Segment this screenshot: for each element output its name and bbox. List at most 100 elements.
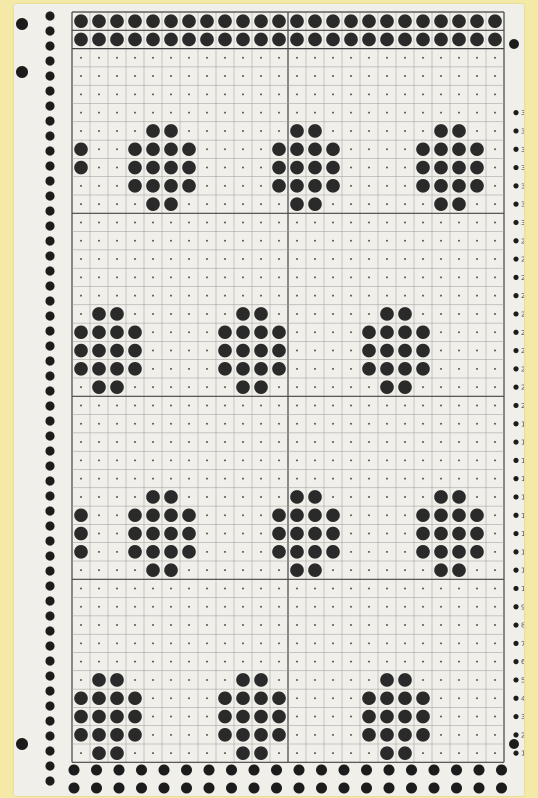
sprocket-hole — [45, 431, 54, 440]
sprocket-hole — [45, 746, 54, 755]
empty-cell-dot — [206, 404, 208, 406]
empty-cell-dot — [278, 57, 280, 59]
empty-cell-dot — [350, 661, 352, 663]
empty-cell-dot — [458, 679, 460, 681]
empty-cell-dot — [386, 587, 388, 589]
punch-hole — [470, 142, 484, 156]
empty-cell-dot — [422, 752, 424, 754]
empty-cell-dot — [260, 130, 262, 132]
empty-cell-dot — [350, 258, 352, 260]
empty-cell-dot — [368, 57, 370, 59]
empty-cell-dot — [116, 295, 118, 297]
empty-cell-dot — [152, 459, 154, 461]
punch-hole — [434, 161, 448, 175]
row-marker-hole — [513, 275, 518, 280]
empty-cell-dot — [440, 295, 442, 297]
empty-cell-dot — [494, 697, 496, 699]
empty-cell-dot — [494, 331, 496, 333]
punch-hole — [452, 490, 466, 504]
punch-hole — [254, 380, 268, 394]
empty-cell-dot — [278, 240, 280, 242]
punch-hole — [146, 490, 160, 504]
empty-cell-dot — [134, 130, 136, 132]
sprocket-hole — [45, 656, 54, 665]
punch-hole — [128, 33, 142, 47]
punch-hole — [344, 33, 358, 47]
punch-hole — [236, 325, 250, 339]
empty-cell-dot — [224, 167, 226, 169]
empty-cell-dot — [278, 459, 280, 461]
sprocket-hole — [45, 71, 54, 80]
empty-cell-dot — [458, 752, 460, 754]
empty-cell-dot — [134, 459, 136, 461]
punch-hole — [380, 325, 394, 339]
empty-cell-dot — [80, 185, 82, 187]
empty-cell-dot — [224, 185, 226, 187]
punch-hole — [452, 508, 466, 522]
punch-hole — [236, 33, 250, 47]
sprocket-hole — [429, 765, 440, 776]
empty-cell-dot — [278, 130, 280, 132]
empty-cell-dot — [206, 533, 208, 535]
empty-cell-dot — [134, 258, 136, 260]
empty-cell-dot — [116, 569, 118, 571]
row-number-label: 5 — [521, 676, 524, 684]
punch-hole — [164, 124, 178, 138]
punch-hole — [272, 728, 286, 742]
empty-cell-dot — [368, 386, 370, 388]
empty-cell-dot — [98, 112, 100, 114]
empty-cell-dot — [80, 203, 82, 205]
sprocket-hole — [45, 671, 54, 680]
punch-hole — [74, 545, 88, 559]
empty-cell-dot — [188, 295, 190, 297]
empty-cell-dot — [224, 642, 226, 644]
punch-hole — [272, 344, 286, 358]
punch-hole — [110, 710, 124, 724]
empty-cell-dot — [458, 221, 460, 223]
empty-cell-dot — [116, 130, 118, 132]
empty-cell-dot — [350, 112, 352, 114]
sprocket-hole — [474, 783, 485, 794]
sprocket-hole — [294, 783, 305, 794]
empty-cell-dot — [494, 459, 496, 461]
punch-hole — [110, 14, 124, 28]
punch-hole — [470, 14, 484, 28]
empty-cell-dot — [224, 221, 226, 223]
punch-hole — [164, 545, 178, 559]
empty-cell-dot — [206, 587, 208, 589]
empty-cell-dot — [260, 642, 262, 644]
sprocket-hole — [45, 776, 54, 785]
empty-cell-dot — [188, 624, 190, 626]
empty-cell-dot — [206, 167, 208, 169]
empty-cell-dot — [440, 57, 442, 59]
empty-cell-dot — [458, 478, 460, 480]
punch-hole — [434, 14, 448, 28]
empty-cell-dot — [206, 514, 208, 516]
row-number-label: 11 — [521, 567, 524, 575]
empty-cell-dot — [152, 75, 154, 77]
punch-hole — [110, 691, 124, 705]
empty-cell-dot — [152, 258, 154, 260]
empty-cell-dot — [152, 606, 154, 608]
empty-cell-dot — [224, 386, 226, 388]
empty-cell-dot — [494, 130, 496, 132]
empty-cell-dot — [476, 478, 478, 480]
empty-cell-dot — [152, 679, 154, 681]
empty-cell-dot — [314, 752, 316, 754]
punch-hole — [254, 746, 268, 760]
empty-cell-dot — [296, 331, 298, 333]
sprocket-hole — [136, 783, 147, 794]
sprocket-hole — [45, 206, 54, 215]
empty-cell-dot — [188, 441, 190, 443]
row-marker-hole — [513, 494, 518, 499]
empty-cell-dot — [98, 185, 100, 187]
empty-cell-dot — [170, 240, 172, 242]
punch-hole — [434, 545, 448, 559]
punch-hole — [452, 527, 466, 541]
empty-cell-dot — [296, 57, 298, 59]
punch-hole — [398, 691, 412, 705]
empty-cell-dot — [494, 533, 496, 535]
punch-hole — [92, 344, 106, 358]
punch-hole — [290, 197, 304, 211]
punch-hole — [290, 527, 304, 541]
